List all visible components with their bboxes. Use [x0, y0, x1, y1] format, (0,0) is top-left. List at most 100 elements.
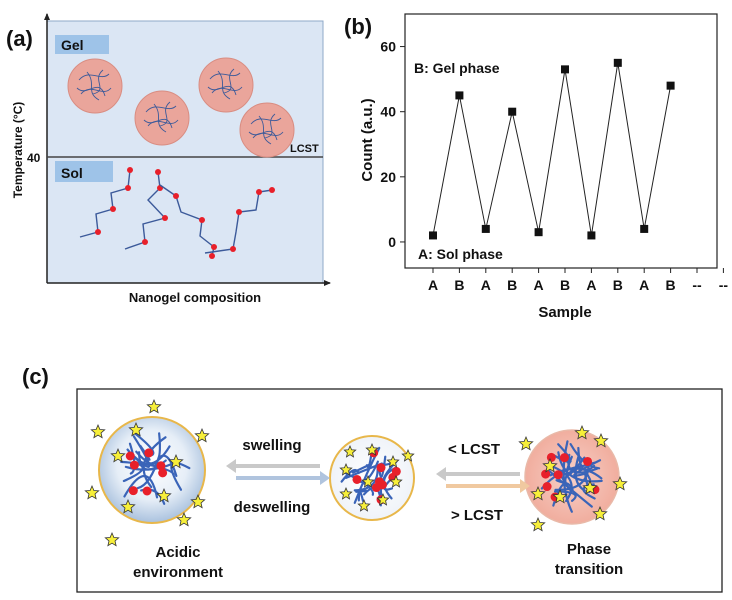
gel-particle [239, 102, 295, 158]
data-point [455, 91, 464, 100]
data-point [666, 81, 675, 90]
gel-particles [67, 57, 295, 158]
drug-star [339, 462, 353, 476]
x-tick-label: A [428, 277, 438, 293]
gel-label-box [55, 35, 109, 54]
y-tick-label: 0 [388, 234, 396, 250]
data-point [508, 107, 517, 116]
drug-star [386, 454, 400, 468]
data-point [640, 224, 649, 233]
phase-caption-line1: Phase [567, 541, 611, 558]
y-tick-40: 40 [27, 151, 41, 165]
polymer-network [120, 432, 191, 505]
drug-star [146, 398, 162, 414]
x-tick-label: B [454, 277, 464, 293]
drug-star [518, 435, 534, 451]
drug-star [365, 442, 379, 456]
x-tick-label: A [534, 277, 544, 293]
polymer-networks [120, 432, 603, 513]
x-tick-label: -- [692, 277, 702, 293]
x-axis-label: Sample [538, 304, 591, 321]
acidic-caption-line1: Acidic [155, 544, 200, 561]
panel-c-diagram: swelling deswelling < LCST > LCST Acidic… [76, 388, 723, 593]
gel-particle [198, 57, 254, 113]
greater-than-lcst-label: > LCST [451, 507, 503, 524]
drug-star [376, 492, 390, 506]
panel-a-xlabel: Nanogel composition [129, 290, 261, 305]
sol-label-box [55, 161, 113, 182]
drug-star [84, 484, 100, 500]
swelling-label: swelling [242, 437, 301, 454]
drug-star [574, 424, 590, 440]
drug-molecules [84, 398, 628, 547]
less-than-lcst-label: < LCST [448, 441, 500, 458]
drug-star [343, 444, 357, 458]
drug-star [401, 448, 415, 462]
data-point [613, 58, 622, 67]
drug-star [176, 511, 192, 527]
sol-label: Sol [61, 165, 83, 181]
drug-star [389, 474, 403, 488]
x-tick-label: A [481, 277, 491, 293]
drug-star [357, 498, 371, 512]
x-tick-label: A [586, 277, 596, 293]
gel-phase-annotation: B: Gel phase [414, 60, 500, 76]
polymer-chain [159, 184, 217, 259]
panel-b-letter: (b) [344, 14, 373, 39]
polymer-chain [204, 187, 275, 254]
drug-star [582, 479, 598, 495]
y-tick-label: 20 [380, 169, 396, 185]
y-axis-label: Count (a.u.) [359, 98, 376, 181]
drug-star [612, 475, 628, 491]
drug-star [90, 423, 106, 439]
panel-a-letter: (a) [6, 26, 33, 51]
data-point [429, 231, 437, 240]
swelling-arrows [226, 459, 330, 485]
polymer-network [540, 440, 603, 513]
drug-star [110, 447, 126, 463]
lcst-arrows [436, 467, 530, 493]
data-point [587, 231, 596, 240]
gel-particle [134, 90, 190, 146]
panel-a-ylabel: Temperature (°C) [11, 102, 25, 199]
drug-star [104, 531, 120, 547]
data-point [534, 228, 543, 237]
x-tick-label: A [639, 277, 649, 293]
x-tick-label: B [613, 277, 623, 293]
gel-particle [67, 58, 123, 114]
y-tick-label: 60 [380, 39, 396, 55]
sol-phase-annotation: A: Sol phase [418, 246, 503, 262]
data-point [561, 65, 569, 74]
polymer-chain [79, 167, 133, 238]
drug-star [339, 486, 353, 500]
drug-star [361, 474, 375, 488]
drug-star [530, 485, 546, 501]
panel-a-diagram: Gel Sol LCST 40 Temperature (°C) Nanogel… [11, 13, 331, 305]
polymer-network [340, 446, 401, 507]
y-ticks: 0 20 40 60 [380, 39, 405, 250]
lcst-label: LCST [290, 143, 319, 155]
drug-star [542, 457, 558, 473]
y-tick-label: 40 [380, 104, 396, 120]
drug-star [168, 453, 184, 469]
drug-star [593, 432, 609, 448]
gel-label: Gel [61, 37, 84, 53]
drug-star [194, 427, 210, 443]
drug-star [156, 487, 172, 503]
x-tick-label: B [666, 277, 676, 293]
series-markers [429, 58, 675, 240]
drug-star [592, 505, 608, 521]
panel-c-letter: (c) [22, 364, 49, 389]
data-point [481, 224, 490, 233]
sol-chains [79, 167, 275, 259]
drug-star [552, 488, 568, 504]
polymer-chain [124, 169, 168, 250]
x-tick-label: B [507, 277, 517, 293]
acidic-caption-line2: environment [133, 564, 223, 581]
x-tick-label: B [560, 277, 570, 293]
phase-caption-line2: transition [555, 561, 623, 578]
series-line [432, 62, 672, 236]
drug-star [120, 498, 136, 514]
